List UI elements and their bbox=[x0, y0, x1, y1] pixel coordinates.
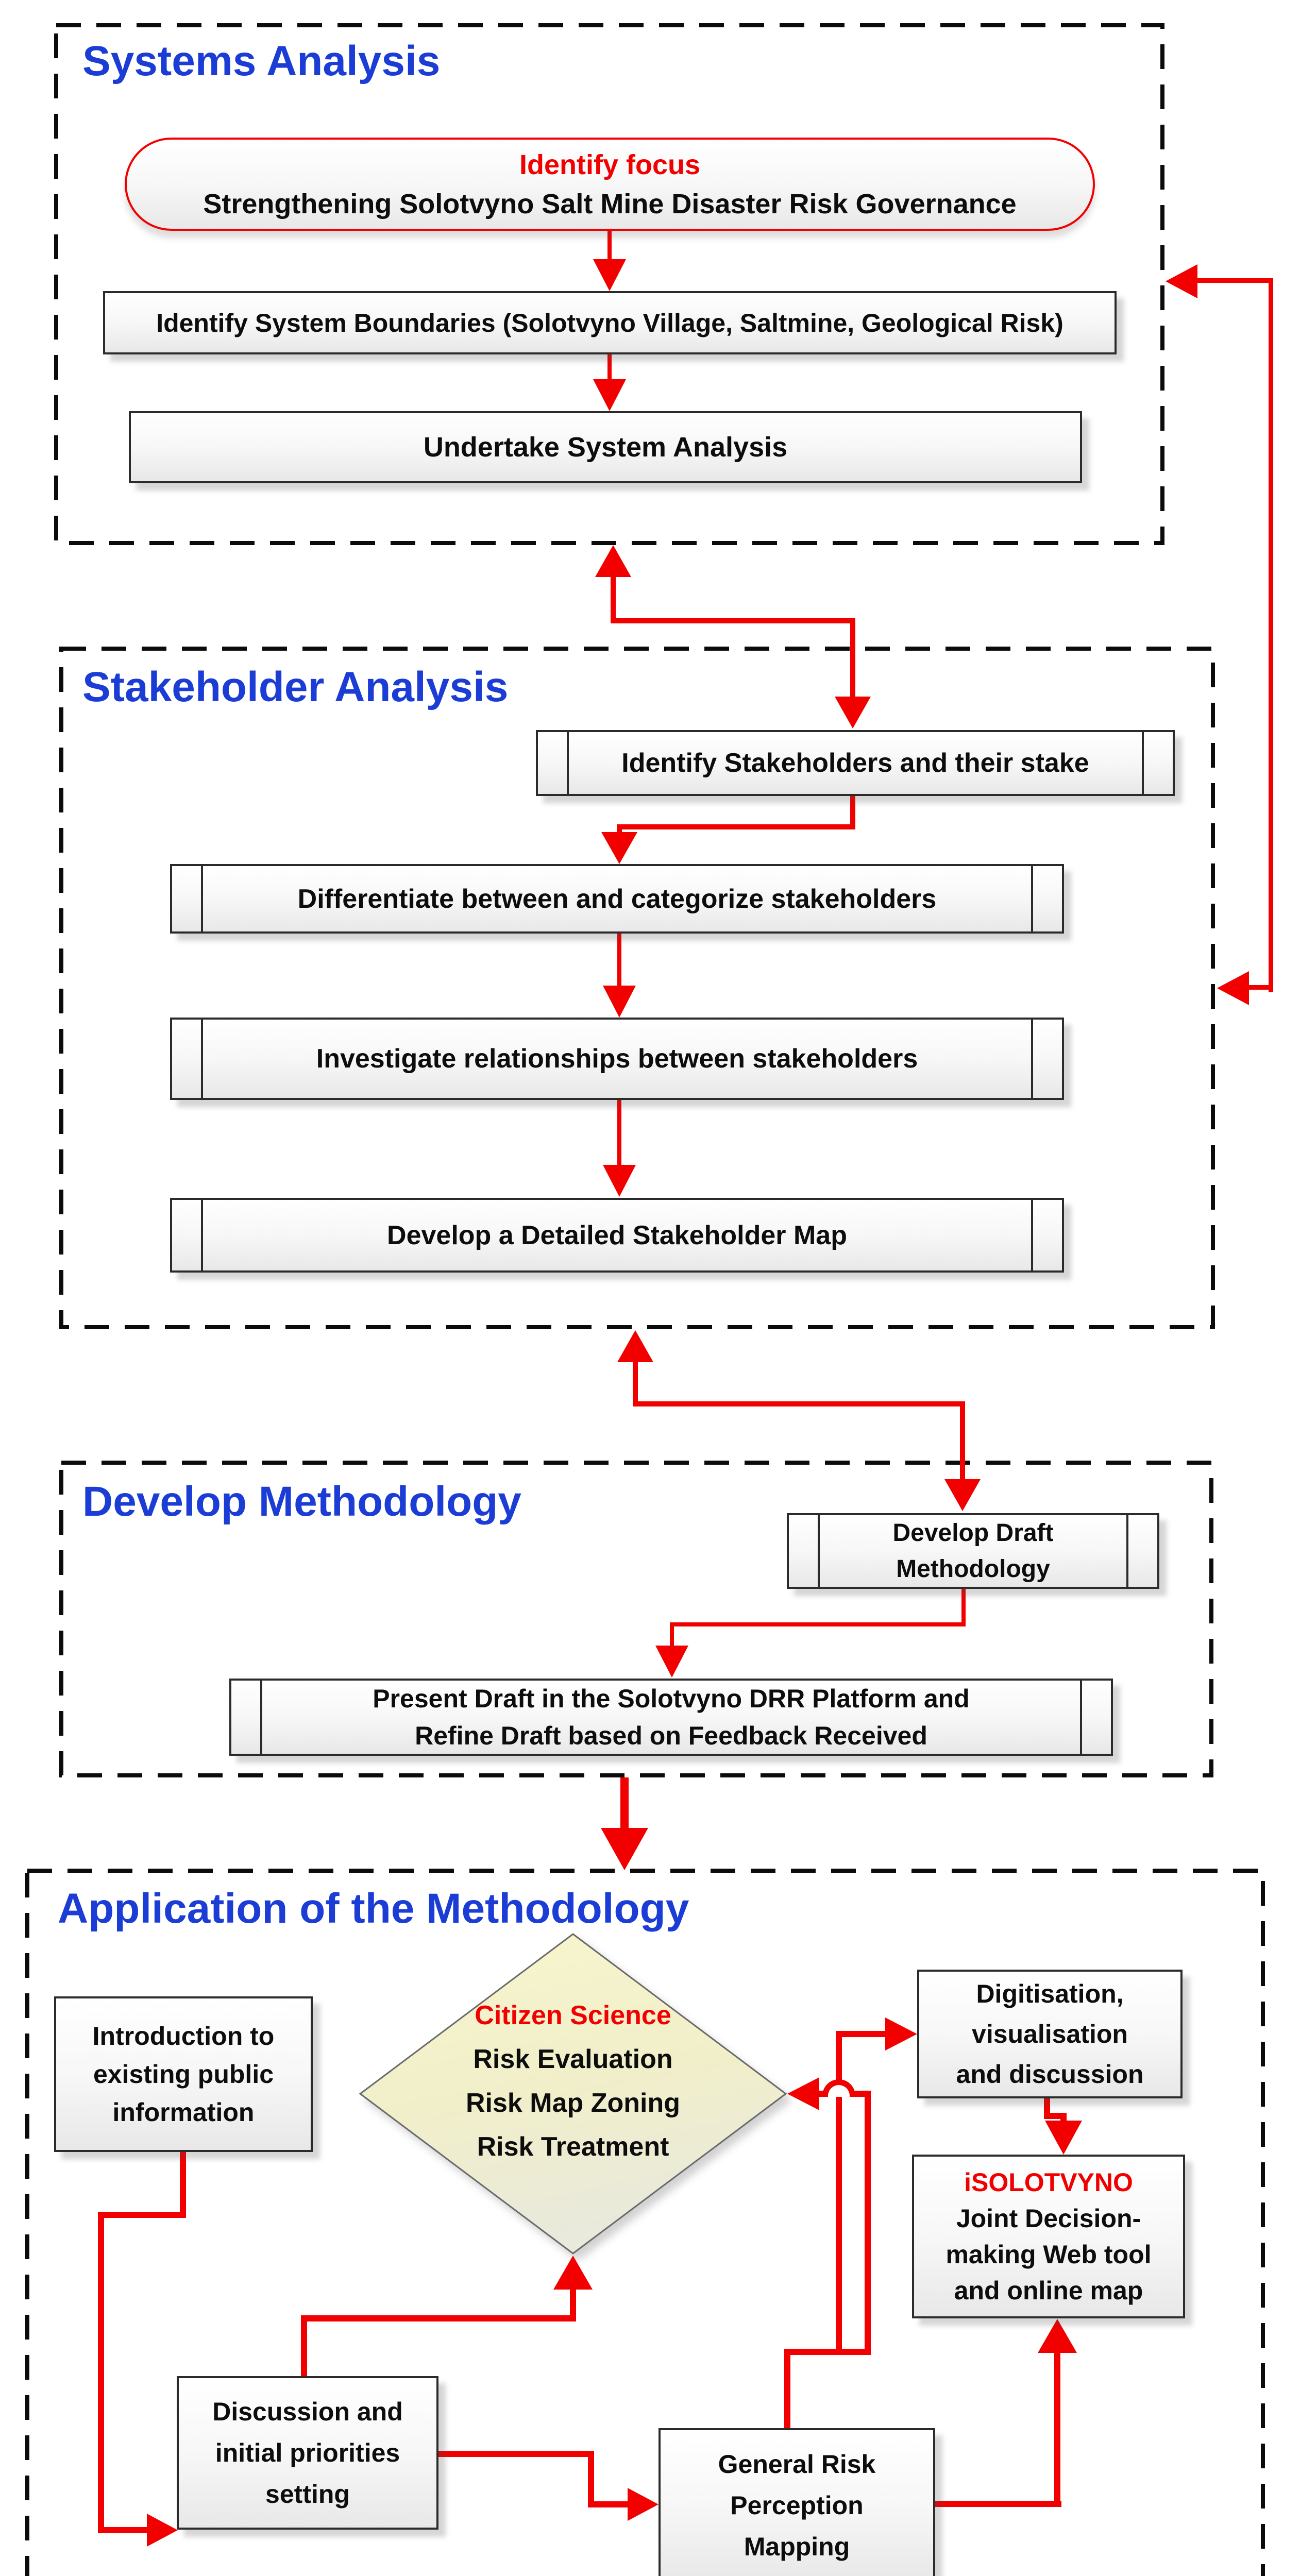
node-undertake-system-analysis: Undertake System Analysis bbox=[129, 411, 1082, 483]
section-develop-methodology bbox=[59, 1461, 1213, 1777]
node-digitisation: Digitisation, visualisation and discussi… bbox=[917, 1970, 1183, 2098]
dashed-border bbox=[59, 1461, 1213, 1777]
node-isolotvyno: iSOLOTVYNO Joint Decision- making Web to… bbox=[912, 2155, 1185, 2318]
dashed-border bbox=[54, 23, 1164, 545]
decision-diamond-shape bbox=[359, 1933, 787, 2255]
node-identify-stakeholders: Identify Stakeholders and their stake bbox=[536, 730, 1175, 796]
node-discussion-priorities: Discussion and initial priorities settin… bbox=[177, 2376, 438, 2530]
dashed-border bbox=[59, 647, 1215, 1329]
section-systems-analysis bbox=[54, 23, 1164, 545]
section-stakeholder-analysis bbox=[59, 647, 1215, 1329]
node-identify-focus: Identify focus Strengthening Solotvyno S… bbox=[125, 138, 1095, 231]
section-title-application-methodology: Application of the Methodology bbox=[58, 1885, 689, 1932]
section-title-systems-analysis: Systems Analysis bbox=[82, 38, 441, 84]
node-develop-draft-methodology: Develop Draft Methodology bbox=[787, 1513, 1159, 1589]
node-decision-diamond-text: Citizen Science Risk Evaluation Risk Map… bbox=[466, 2001, 680, 2162]
dashed-border bbox=[25, 1869, 1265, 2576]
node-identify-focus-body: Strengthening Solotvyno Salt Mine Disast… bbox=[203, 188, 1017, 219]
node-general-risk-mapping: General Risk Perception Mapping bbox=[659, 2428, 935, 2576]
section-title-stakeholder-analysis: Stakeholder Analysis bbox=[82, 664, 509, 710]
node-present-draft: Present Draft in the Solotvyno DRR Platf… bbox=[229, 1679, 1113, 1756]
node-stakeholder-map: Develop a Detailed Stakeholder Map bbox=[170, 1198, 1064, 1273]
node-system-boundaries: Identify System Boundaries (Solotvyno Vi… bbox=[103, 291, 1117, 354]
node-identify-focus-heading: Identify focus bbox=[519, 149, 701, 180]
section-application-methodology bbox=[25, 1869, 1265, 2576]
node-intro-public-information: Introduction to existing public informat… bbox=[54, 1996, 313, 2152]
node-differentiate-stakeholders: Differentiate between and categorize sta… bbox=[170, 864, 1064, 934]
section-title-develop-methodology: Develop Methodology bbox=[82, 1478, 521, 1525]
node-investigate-relationships: Investigate relationships between stakeh… bbox=[170, 1018, 1064, 1100]
